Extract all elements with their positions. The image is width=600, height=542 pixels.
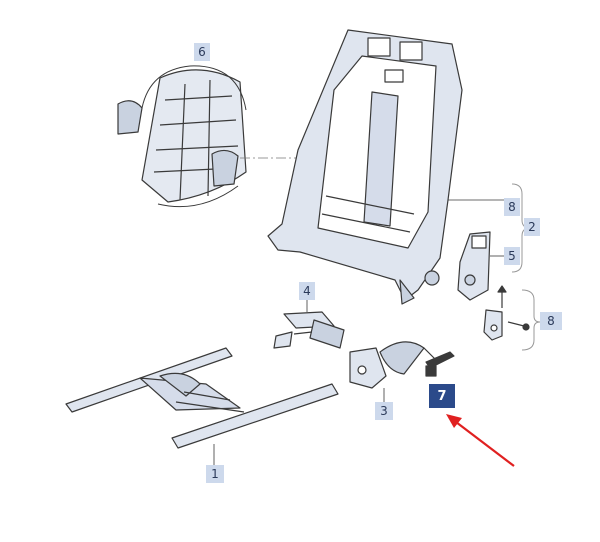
callout-3[interactable]: 3 [375, 402, 393, 420]
backrest-frame [267, 29, 463, 305]
callout-8-bottom[interactable]: 8 [540, 312, 562, 330]
recliner-bracket [457, 231, 491, 301]
pointer-arrowhead [446, 414, 462, 428]
wiring-connector [425, 351, 455, 377]
pointer-arrow [455, 421, 515, 467]
callout-7-selected[interactable]: 7 [429, 384, 455, 408]
mounting-bracket-with-screws [483, 285, 530, 341]
adjustment-motor-with-bracket [273, 311, 345, 349]
group-brace-8 [521, 289, 541, 351]
callout-2[interactable]: 2 [524, 218, 540, 236]
lumbar-support-mat [117, 65, 247, 208]
callout-8-top[interactable]: 8 [504, 198, 520, 216]
height-adjustment-motor [349, 341, 437, 389]
callout-6[interactable]: 6 [194, 43, 210, 61]
seat-rail-frame [65, 347, 339, 449]
callout-1[interactable]: 1 [206, 465, 224, 483]
callout-4[interactable]: 4 [299, 282, 315, 300]
callout-5[interactable]: 5 [504, 247, 520, 265]
